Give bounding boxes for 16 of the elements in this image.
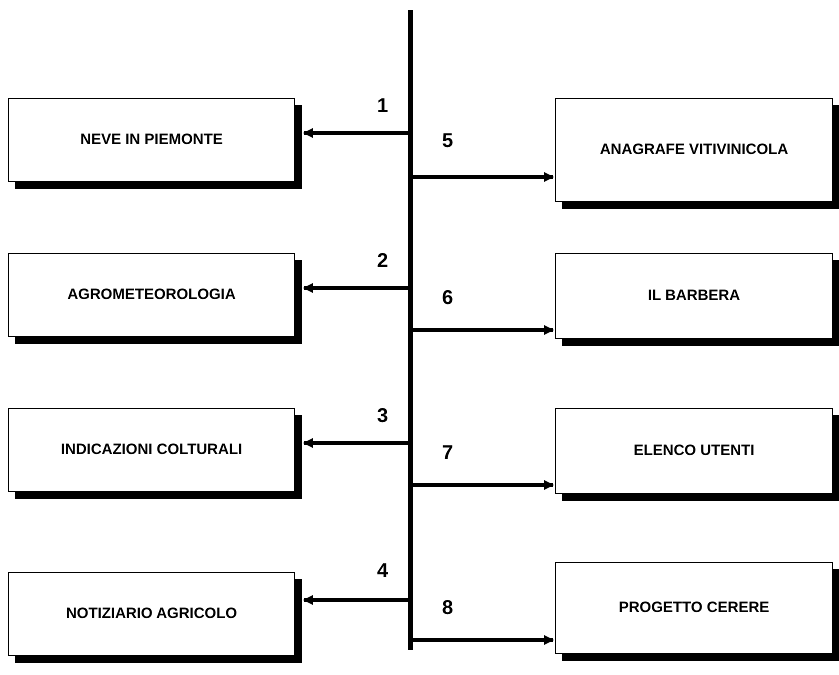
box-label: ELENCO UTENTI <box>632 441 756 461</box>
arrow <box>303 438 408 448</box>
box-label: PROGETTO CERERE <box>618 598 770 618</box>
arrow <box>413 480 554 490</box>
arrow <box>303 128 408 138</box>
box-label: NOTIZIARIO AGRICOLO <box>64 604 238 624</box>
box-label: INDICAZIONI COLTURALI <box>60 440 244 460</box>
box-label: IL BARBERA <box>646 286 742 306</box>
arrow <box>303 595 408 605</box>
box-label: ANAGRAFE VITIVINICOLA <box>598 140 790 160</box>
box-label: AGROMETEOROLOGIA <box>66 285 237 305</box>
arrow <box>303 283 408 293</box>
arrow <box>413 635 554 645</box>
arrow <box>413 325 554 335</box>
arrow <box>413 172 554 182</box>
box-label: NEVE IN PIEMONTE <box>79 130 224 150</box>
